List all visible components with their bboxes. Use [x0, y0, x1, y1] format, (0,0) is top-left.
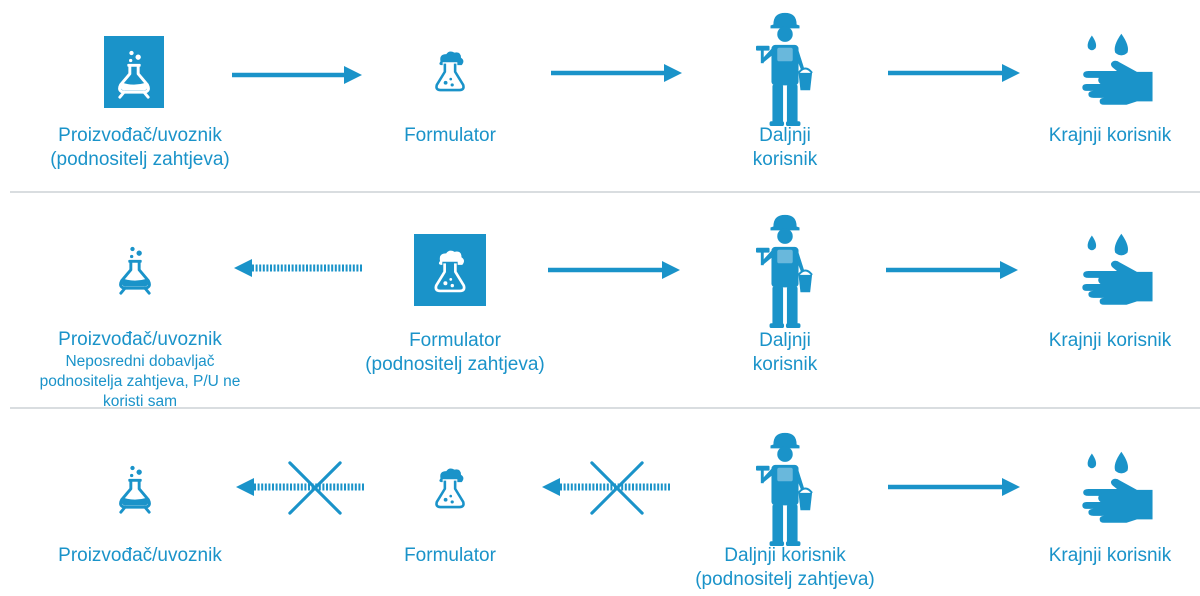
- label-line: korisnik: [752, 149, 818, 170]
- producer-label: Proizvođač/uvoznik: [20, 328, 260, 352]
- hand-drops-icon: [1082, 451, 1153, 523]
- label-line: (podnositelj zahtjeva): [50, 149, 230, 170]
- producer-label: Proizvođač/uvoznik (podnositelj zahtjeva…: [20, 124, 260, 172]
- label-line: Daljnji: [759, 125, 811, 146]
- arrow-right: [232, 66, 362, 84]
- label-line: (podnositelj zahtjeva): [695, 569, 875, 590]
- end-user-label: Krajnji korisnik: [1020, 329, 1200, 353]
- arrow-right: [888, 478, 1020, 496]
- downstream-user-label: Daljnji korisnik: [685, 329, 885, 377]
- label-line: Krajnji korisnik: [1048, 330, 1172, 351]
- note-line: podnositelja zahtjeva, P/U ne: [39, 373, 241, 390]
- formulator-highlight-box: [414, 234, 486, 306]
- worker-icon: [756, 11, 814, 128]
- note-line: koristi sam: [102, 393, 178, 410]
- formulator-label: Formulator: [350, 544, 550, 568]
- label-line: Formulator: [404, 545, 496, 566]
- flask-bubbles-icon: [118, 463, 152, 515]
- label-line: Formulator: [404, 125, 496, 146]
- label-line: Formulator: [409, 330, 501, 351]
- flask-foam-icon: [434, 49, 466, 92]
- label-line: korisnik: [752, 354, 818, 375]
- hand-drops-icon: [1082, 33, 1153, 105]
- label-line: Krajnji korisnik: [1048, 125, 1172, 146]
- arrow-left-dotted-blocked: [542, 478, 670, 496]
- producer-label: Proizvođač/uvoznik: [20, 544, 260, 568]
- arrow-right: [548, 261, 680, 279]
- producer-highlight-box: [104, 36, 164, 108]
- row-separator: [10, 407, 1200, 409]
- flask-foam-icon: [434, 466, 466, 509]
- label-line: Proizvođač/uvoznik: [58, 545, 222, 566]
- arrow-right: [888, 64, 1020, 82]
- formulator-label: Formulator: [350, 124, 550, 148]
- producer-note: Neposredni dobavljač podnositelja zahtje…: [0, 352, 280, 412]
- downstream-user-label: Daljnji korisnik (podnositelj zahtjeva): [665, 544, 905, 592]
- hand-drops-icon: [1082, 233, 1153, 305]
- label-line: Daljnji: [759, 330, 811, 351]
- label-line: Proizvođač/uvoznik: [58, 125, 222, 146]
- label-line: Daljnji korisnik: [724, 545, 846, 566]
- worker-icon: [756, 431, 814, 548]
- end-user-label: Krajnji korisnik: [1020, 544, 1200, 568]
- flask-bubbles-icon: [118, 244, 152, 296]
- arrow-right: [551, 64, 682, 82]
- arrow-left-dotted: [234, 259, 362, 277]
- arrow-right: [886, 261, 1018, 279]
- label-line: Krajnji korisnik: [1048, 545, 1172, 566]
- label-line: (podnositelj zahtjeva): [365, 354, 545, 375]
- blocked-cross-icon: [590, 461, 644, 515]
- formulator-label: Formulator (podnositelj zahtjeva): [330, 329, 580, 377]
- end-user-label: Krajnji korisnik: [1020, 124, 1200, 148]
- worker-icon: [756, 213, 814, 330]
- label-line: Proizvođač/uvoznik: [58, 329, 222, 350]
- row-separator: [10, 191, 1200, 193]
- note-line: Neposredni dobavljač: [65, 353, 215, 370]
- downstream-user-label: Daljnji korisnik: [685, 124, 885, 172]
- arrow-left-dotted-blocked: [236, 478, 364, 496]
